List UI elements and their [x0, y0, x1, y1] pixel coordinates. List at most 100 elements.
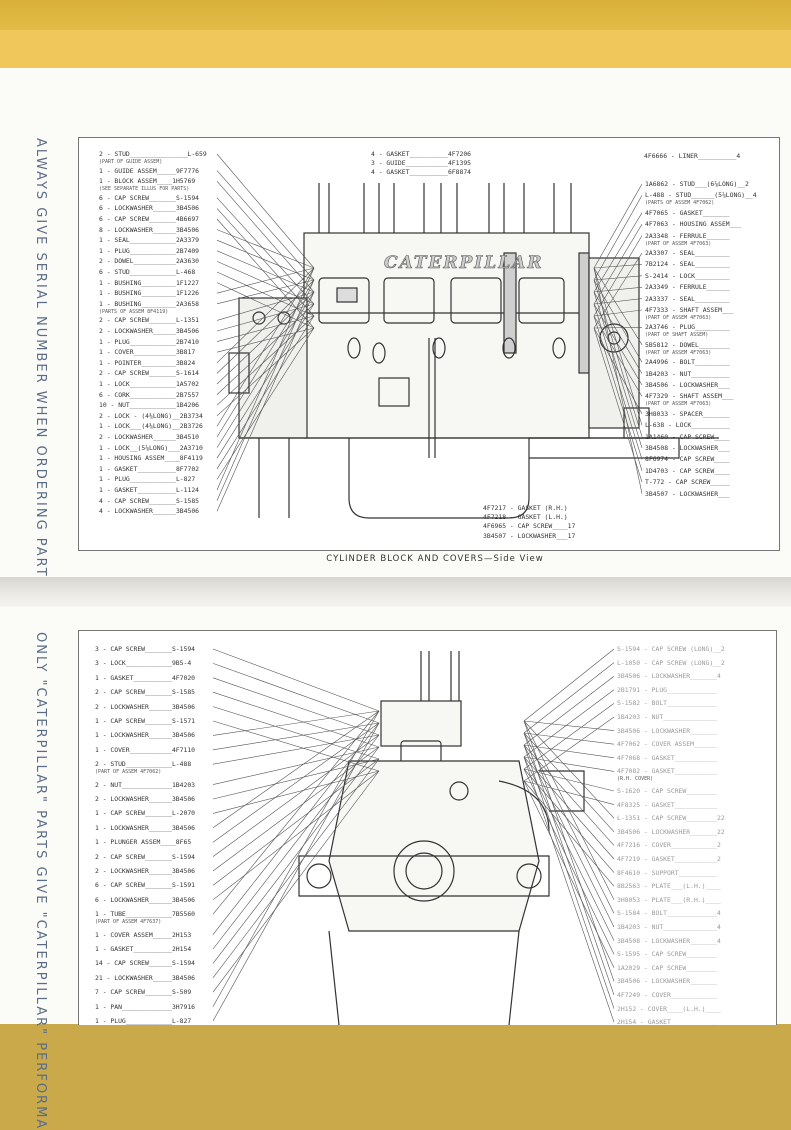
- page-divider: [0, 577, 791, 607]
- part-line: 2 - LOCKWASHER______3B4506: [95, 795, 196, 803]
- part-line: 10 - NUT____________1B4206: [99, 401, 200, 410]
- part-label: 2 - LOCKWASHER______3B4506: [95, 867, 195, 875]
- part-label: 3B4506 - LOCKWASHER_______22: [617, 828, 725, 836]
- part-label: 2 - LOCKWASHER______3B4506: [95, 795, 195, 803]
- part-line: 1 - LOCK__(5⅞LONG)___2A3710: [99, 443, 203, 452]
- leader-line: [523, 768, 615, 873]
- leader-line: [593, 267, 643, 345]
- part-note: (PART OF ASSEM 4F7063): [645, 349, 712, 356]
- part-line: 1 - COVER ASSEM_____2H153: [95, 930, 192, 939]
- part-line: 4F7217 - GASKET (R.H.): [483, 504, 568, 512]
- leader-line: [212, 648, 380, 712]
- part-label: 1 - GUIDE ASSEM_____9F7776: [99, 167, 199, 175]
- part-label: 4 - LOCKWASHER______3B4506: [99, 507, 199, 515]
- part-label: 1A1460 - CAP SCREW____: [645, 433, 730, 441]
- part-label: 2H152 - COVER____(L.H.)____: [617, 1005, 721, 1013]
- leader-line: [216, 153, 315, 269]
- leader-line: [593, 252, 643, 329]
- part-line: 1 - TUBE____________7B5560: [95, 910, 196, 919]
- part-label: 3B4506 - LOCKWASHER___: [645, 381, 730, 389]
- leader-line: [212, 770, 380, 993]
- part-line: 7B2124 - SEAL_________: [645, 260, 730, 269]
- part-line: S-2414 - LOCK_________: [645, 271, 730, 280]
- part-label: 10 - NUT____________1B4206: [99, 401, 199, 409]
- leader-line: [523, 689, 615, 758]
- part-label: 1 - PAN_____________3H7916: [95, 1003, 195, 1011]
- part-label: 1 - COVER ASSEM_____2H153: [95, 931, 191, 939]
- leader-line: [523, 732, 615, 745]
- side-banner-lower: ONLY "CATERPILLAR" PARTS GIVE "CATERPILL…: [33, 632, 48, 1130]
- part-label: L-488 - STUD______(5⅞LONG)__4(PARTS OF A…: [645, 191, 757, 207]
- part-line: L-638 - LOCK__________: [645, 421, 730, 430]
- leader-line: [593, 212, 643, 293]
- part-label: 3B4508 - LOCKWASHER___: [645, 444, 730, 452]
- part-line: 1 - LOCKWASHER______3B4506: [95, 823, 196, 832]
- part-line: 1 - GUIDE ASSEM_____9F7776: [99, 166, 200, 175]
- part-line: 2 - CAP SCREW_______S-1594: [95, 852, 196, 861]
- leader-line: [212, 710, 380, 829]
- part-label: 2A3307 - SEAL_________: [645, 249, 730, 257]
- part-line: 2H152 - COVER____(L.H.)____: [617, 1004, 721, 1013]
- part-line: 1A2029 - CAP SCREW________: [617, 963, 718, 972]
- part-label: 2 - LOCK - (4⅜LONG)__2B3734: [99, 412, 203, 420]
- part-line: S-1620 - CAP SCREW________: [617, 787, 718, 795]
- leader-line: [216, 327, 315, 417]
- part-note: (PARTS OF ASSEM 8F4119): [99, 308, 169, 315]
- part-label: 3 - GUIDE___________4F1395: [371, 159, 471, 167]
- part-line: 1 - BUSHING_________1F1226: [99, 289, 200, 298]
- part-label: 2 - STUD____________L-488(PART OF ASSEM …: [95, 760, 191, 776]
- leader-line: [216, 267, 315, 294]
- part-line: 6 - LOCKWASHER______3B4506: [95, 895, 196, 904]
- part-line: 4F8325 - GASKET___________: [617, 800, 718, 809]
- leader-line: [523, 780, 615, 805]
- leader-line: [216, 267, 315, 427]
- part-label: 1 - COVER___________3B817: [99, 348, 195, 356]
- part-label: 2A3349 - FERRULE______: [645, 283, 730, 291]
- part-line: 1 - BLOCK ASSEM____1H5769: [99, 177, 196, 186]
- leader-line: [523, 720, 615, 900]
- leader-line: [212, 722, 380, 1022]
- side-banner-upper: ALWAYS GIVE SERIAL NUMBER WHEN ORDERING …: [33, 138, 48, 588]
- part-note: (R.H. COVER): [617, 776, 654, 783]
- leader-line: [523, 648, 615, 722]
- part-line: 3H8053 - PLATE___(R.H.)____: [617, 895, 721, 904]
- part-label: 1 - CAP SCREW_______L-2070: [95, 809, 195, 817]
- leader-line: [216, 170, 315, 281]
- part-label: 2A4996 - BOLT_________: [645, 358, 730, 366]
- part-line: 2A3348 - FERRULE______: [645, 231, 730, 240]
- part-line: 1 - POINTER_________3B824: [99, 358, 196, 367]
- leader-line: [216, 279, 315, 501]
- part-line: 4 - GASKET__________6F8874: [371, 168, 472, 176]
- leader-line: [216, 267, 315, 491]
- part-line: 4F7063 - HOUSING ASSEM___: [645, 220, 742, 229]
- part-line: 3B4506 - LOCKWASHER_______: [617, 977, 718, 986]
- part-line: 7 - CAP SCREW_______S-509: [95, 988, 192, 997]
- leader-line: [212, 722, 380, 935]
- leader-line: [523, 756, 615, 1023]
- part-label: 1 - LOCK__(5⅞LONG)___2A3710: [99, 444, 203, 452]
- part-line: 2A3349 - FERRULE______: [645, 283, 730, 292]
- part-line: 1 - GASKET__________8F7702: [99, 464, 200, 473]
- part-label: 2A3746 - PLUG_________(PART OF SHAFT ASS…: [645, 323, 730, 339]
- leader-line: [593, 286, 643, 293]
- part-line: 2B1791 - PLUG_____________: [617, 685, 718, 694]
- leader-line: [212, 720, 380, 772]
- part-label: 4F7068 - GASKET___________: [617, 754, 717, 762]
- part-line: 1B4203 - NUT______________: [617, 713, 718, 721]
- part-label: 1 - GASKET__________8F7702: [99, 465, 199, 473]
- part-label: 4F7333 - SHAFT ASSEM___(PART OF ASSEM 4F…: [645, 306, 734, 322]
- part-label: 1 - GASKET__________4F7020: [95, 674, 195, 682]
- part-label: 3B4506 - LOCKWASHER_______4: [617, 672, 721, 680]
- part-label: 3B4506 - LOCKWASHER_______: [617, 727, 717, 735]
- part-line: 1 - GASKET__________4F7020: [95, 673, 196, 682]
- leader-line: [523, 780, 615, 887]
- part-label: 4F7082 - GASKET___________(R.H. COVER): [617, 767, 717, 783]
- part-label: 1A6862 - STUD___(6⅞LONG)__2: [645, 180, 749, 188]
- part-label: 4F8325 - GASKET___________: [617, 801, 717, 809]
- part-line: 1 - SEAL____________2A3379: [99, 236, 200, 245]
- part-line: S-1582 - BOLT_____________: [617, 699, 718, 708]
- part-line: S-1584 - BOLT_____________4: [617, 909, 721, 918]
- leader-line: [523, 703, 615, 770]
- part-line: 3B4506 - LOCKWASHER_______22: [617, 827, 725, 836]
- part-line: 2A4996 - BOLT_________: [645, 358, 730, 367]
